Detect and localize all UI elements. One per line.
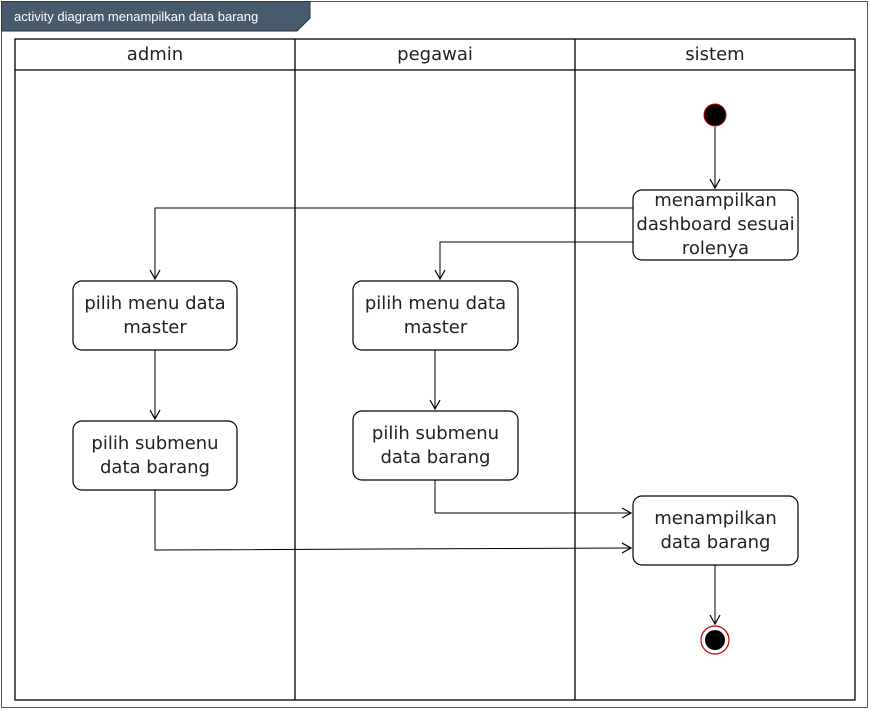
flow-dashboard-to-pegawai-menu [434, 241, 633, 281]
diagram-title: activity diagram menampilkan data barang [14, 9, 259, 24]
action-dashboard-label: menampilkan dashboard sesuai rolenya [636, 190, 795, 259]
flow-pegawai-submenu-to-show [434, 480, 633, 519]
flow-dashboard-to-admin-menu [149, 207, 633, 281]
initial-node [703, 103, 727, 127]
action-admin-submenu-label: pilih submenu data barang [91, 432, 219, 478]
action-box-dashboard [632, 189, 799, 261]
flow-admin-submenu-to-show [154, 490, 633, 554]
swimlane-container [14, 38, 856, 701]
action-admin-menu-label: pilih menu data master [84, 292, 226, 338]
action-pegawai-submenu-label: pilih submenu data barang [371, 422, 500, 468]
title-tab [1, 1, 311, 32]
action-pegawai-menu-label: pilih menu data master [364, 292, 507, 338]
lane-header-sistem: sistem [685, 44, 745, 65]
action-show-data-label: menampilkan data barang [654, 507, 777, 553]
final-node-core [705, 630, 725, 650]
lane-header-pegawai: pegawai [397, 44, 473, 65]
lane-header-admin: admin [126, 44, 184, 65]
